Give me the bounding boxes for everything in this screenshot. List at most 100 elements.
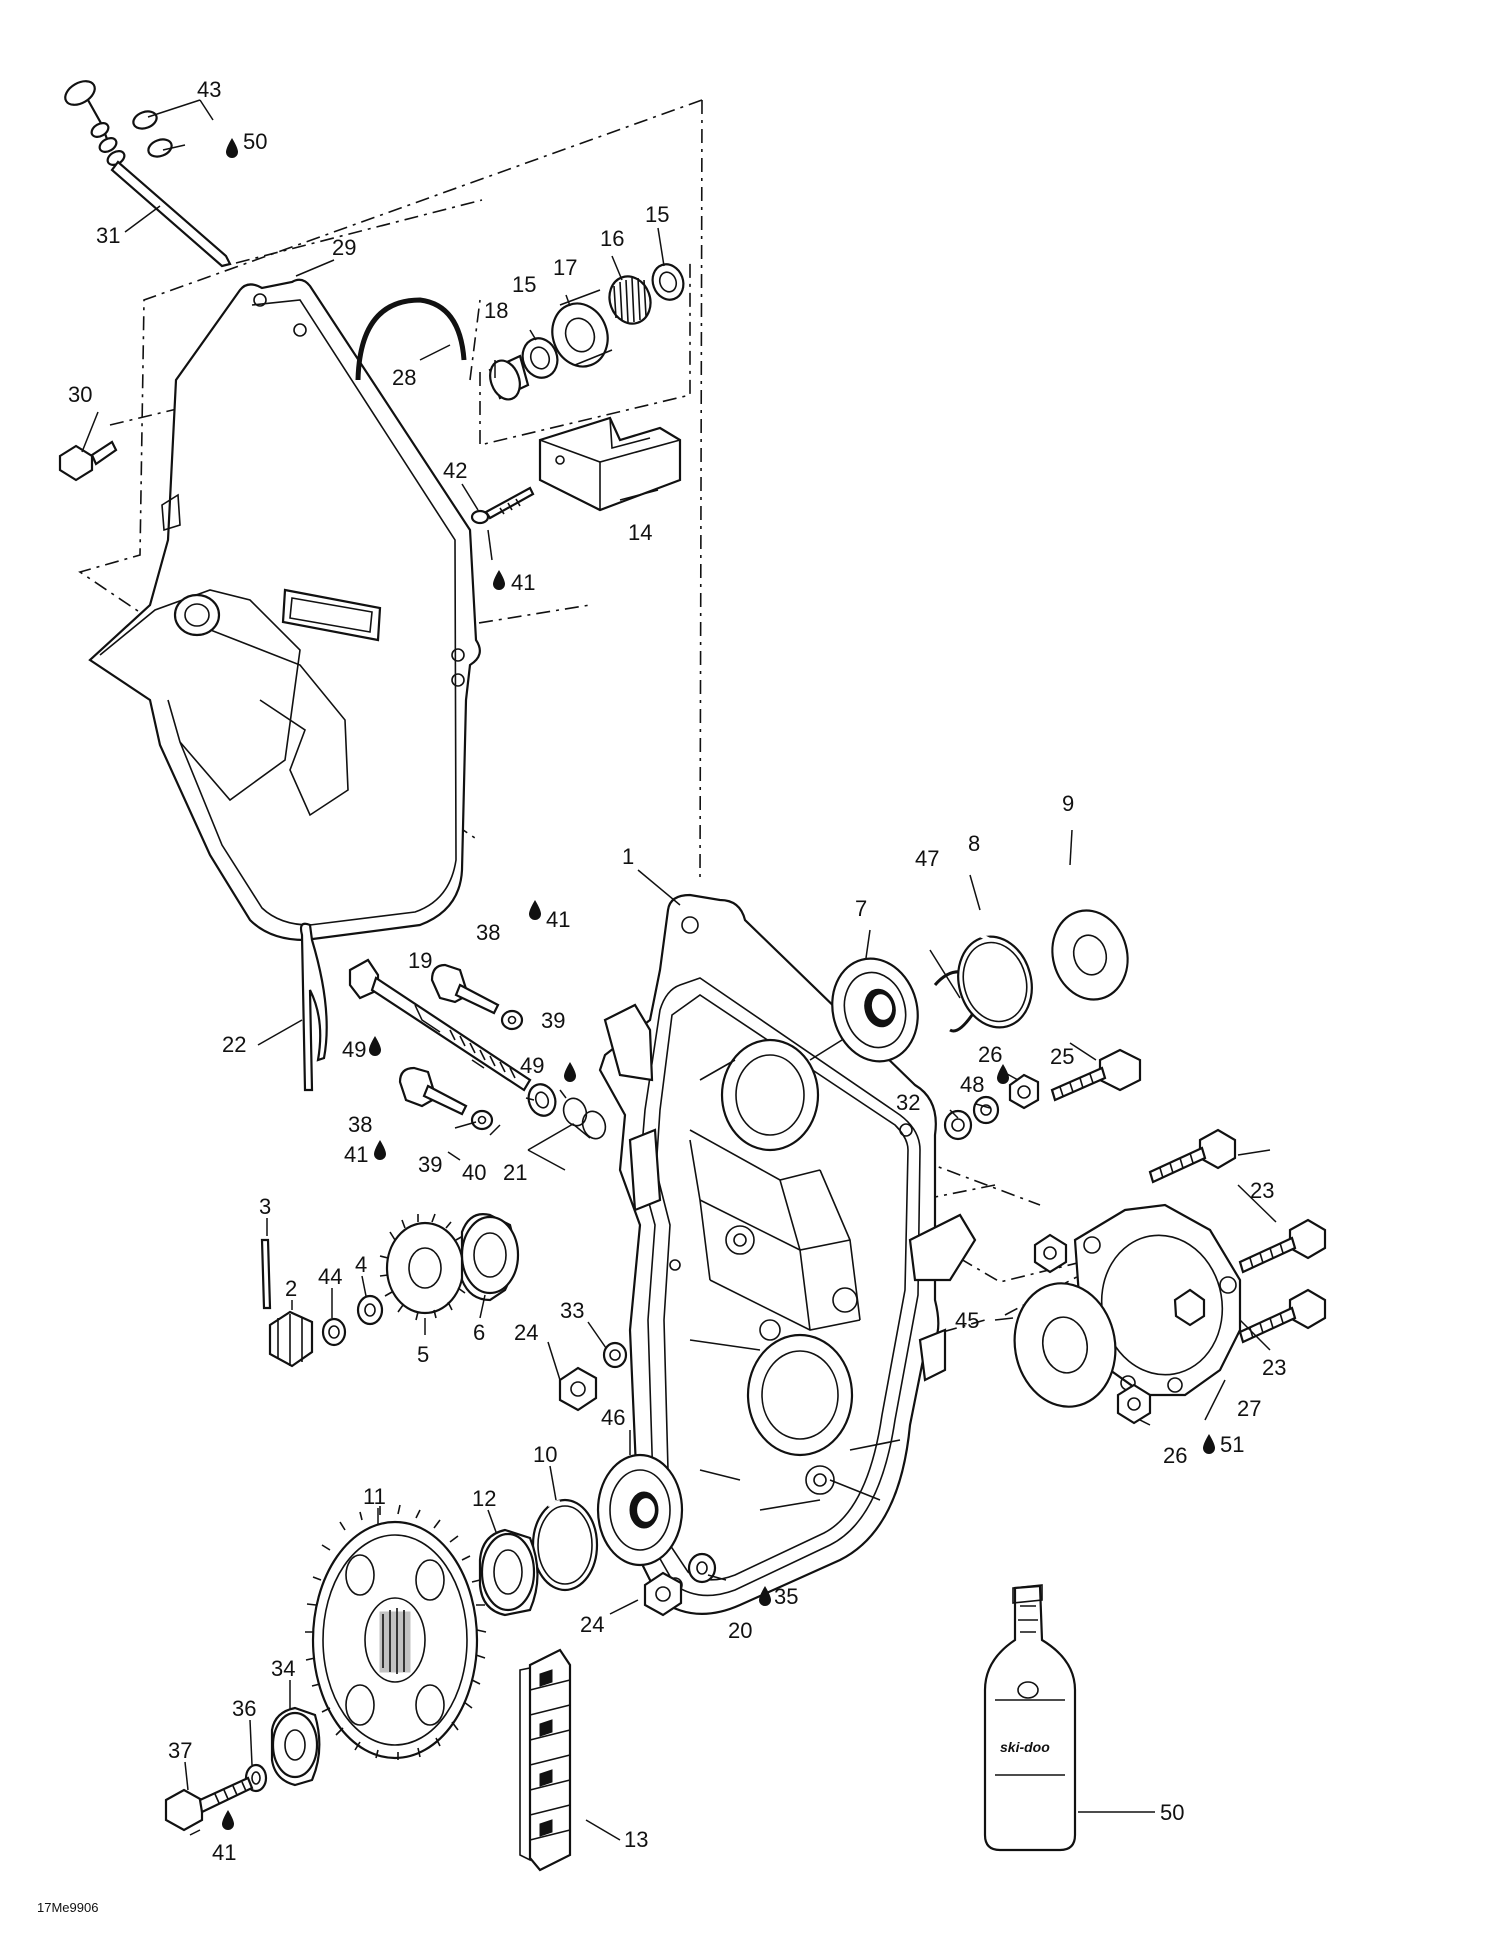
label-5: 5 [417, 1342, 429, 1367]
label-9: 9 [1062, 791, 1074, 816]
washer-33[interactable] [602, 1341, 628, 1369]
castle-nut-2[interactable] [268, 1310, 314, 1368]
nut-26a[interactable] [1008, 1073, 1040, 1110]
label-45: 45 [955, 1308, 979, 1333]
label-2: 2 [285, 1276, 297, 1301]
plug-38b[interactable] [398, 1066, 468, 1116]
label-41a: 41 [511, 570, 535, 595]
label-48: 48 [960, 1072, 984, 1097]
nut-near-plate[interactable] [1033, 1233, 1068, 1274]
label-11: 11 [363, 1484, 386, 1509]
label-18: 18 [484, 298, 508, 323]
washer-9[interactable] [1043, 902, 1138, 1008]
label-1: 1 [622, 844, 634, 869]
label-7: 7 [855, 896, 867, 921]
cable[interactable] [355, 297, 467, 381]
label-14: 14 [628, 520, 652, 545]
washer-32a[interactable] [972, 1095, 1000, 1125]
washer-45[interactable] [1005, 1275, 1125, 1414]
bolt-37[interactable] [164, 1776, 254, 1832]
label-21: 21 [503, 1160, 527, 1185]
label-23a: 23 [1250, 1178, 1274, 1203]
label-16: 16 [600, 226, 624, 251]
screw-42[interactable] [470, 486, 535, 525]
gear-11[interactable] [305, 1504, 487, 1760]
washer-20[interactable] [687, 1552, 717, 1584]
label-50-bottle: 50 [1160, 1800, 1184, 1825]
bushing-18[interactable] [485, 354, 530, 404]
plug-38a[interactable] [430, 963, 500, 1015]
label-31: 31 [96, 223, 120, 248]
bolt-25[interactable] [1050, 1048, 1142, 1102]
label-6: 6 [473, 1320, 485, 1345]
washer-39a[interactable] [500, 1009, 524, 1031]
label-41d: 41 [212, 1840, 236, 1865]
label-38b: 38 [348, 1112, 372, 1137]
label-40: 40 [462, 1160, 486, 1185]
drawing-code: 17Me9906 [37, 1900, 98, 1915]
pin-3[interactable] [260, 1238, 272, 1310]
label-42: 42 [443, 458, 467, 483]
bearing-7[interactable] [821, 949, 929, 1071]
label-34: 34 [271, 1656, 295, 1681]
label-12: 12 [472, 1486, 496, 1511]
nut-26b[interactable] [1116, 1383, 1152, 1425]
label-8: 8 [968, 831, 980, 856]
chaincase-cover[interactable] [88, 278, 481, 942]
snap-ring-8[interactable] [948, 928, 1041, 1036]
bolt-23a[interactable] [1148, 1128, 1237, 1184]
bearing-46[interactable] [596, 1453, 684, 1567]
washer-40[interactable] [524, 1081, 559, 1120]
sprocket-5[interactable] [379, 1213, 471, 1321]
dipstick[interactable] [61, 76, 232, 268]
label-51: 51 [1220, 1432, 1244, 1457]
label-49b: 49 [520, 1053, 544, 1078]
label-30: 30 [68, 382, 92, 407]
washer-15a[interactable] [517, 333, 563, 382]
spacer-34[interactable] [270, 1706, 321, 1787]
washer-15b[interactable] [648, 260, 689, 304]
washer-4[interactable] [356, 1294, 384, 1326]
label-23b: 23 [1262, 1355, 1286, 1380]
chaincase-housing[interactable] [598, 893, 977, 1615]
snap-ring-10[interactable] [531, 1498, 599, 1592]
bolt-19[interactable] [348, 958, 532, 1092]
washer-44[interactable] [321, 1317, 347, 1347]
label-29: 29 [332, 235, 356, 260]
label-10: 10 [533, 1442, 557, 1467]
label-49a: 49 [342, 1037, 366, 1062]
label-15b: 15 [645, 202, 669, 227]
label-27: 27 [1237, 1396, 1261, 1421]
oil-drop-icon [222, 138, 1215, 1830]
needle-bearing-16[interactable] [603, 271, 657, 330]
bolt-23c[interactable] [1238, 1288, 1327, 1344]
label-37: 37 [168, 1738, 192, 1763]
part-labels: 43 50 31 29 15 17 16 15 18 28 30 42 14 4… [37, 77, 1286, 1915]
washer-39b[interactable] [470, 1109, 494, 1131]
label-19: 19 [408, 948, 432, 973]
nut-24a[interactable] [558, 1366, 598, 1412]
oil-bottle[interactable]: ski-doo [983, 1584, 1077, 1852]
bolt-23b[interactable] [1238, 1218, 1327, 1274]
label-26b: 26 [1163, 1443, 1187, 1468]
label-32: 32 [896, 1090, 920, 1115]
o-ring-21[interactable] [560, 1095, 609, 1142]
label-35: 35 [774, 1584, 798, 1609]
nut-24b[interactable] [643, 1571, 683, 1617]
bottle-brand: ski-doo [1000, 1739, 1050, 1755]
screw-30[interactable] [58, 440, 118, 482]
spacer-6[interactable] [460, 1213, 520, 1302]
washer-32b[interactable] [943, 1109, 973, 1141]
label-38a: 38 [476, 920, 500, 945]
label-36: 36 [232, 1696, 256, 1721]
cotter-pin[interactable] [299, 922, 328, 1092]
label-43: 43 [197, 77, 221, 102]
spacer-12[interactable] [478, 1528, 539, 1617]
bracket[interactable] [538, 416, 682, 512]
label-28: 28 [392, 365, 416, 390]
label-4: 4 [355, 1252, 367, 1277]
label-39a: 39 [541, 1008, 565, 1033]
label-17: 17 [553, 255, 577, 280]
chain-13[interactable] [519, 1648, 572, 1872]
